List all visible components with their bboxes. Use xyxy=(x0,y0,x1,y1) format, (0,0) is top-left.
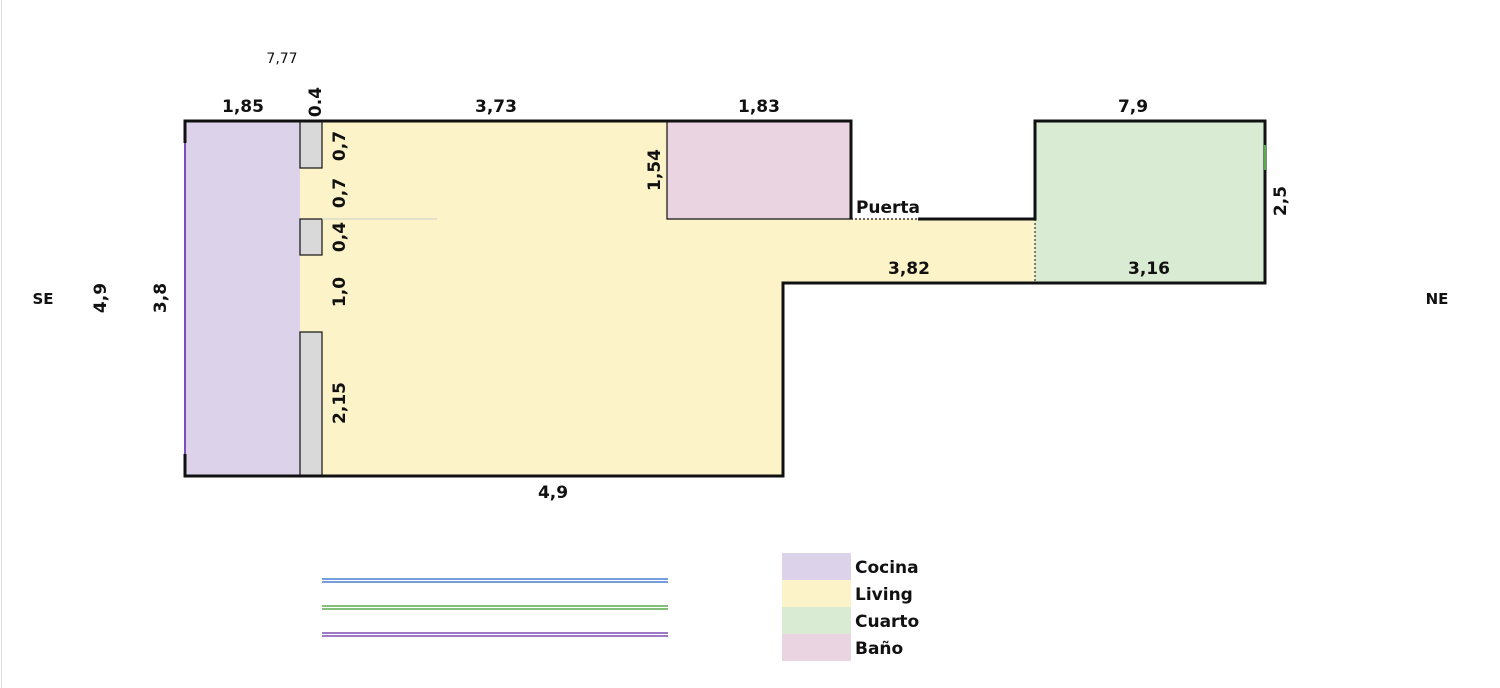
compass-right: NE xyxy=(1426,290,1449,308)
room-cuarto xyxy=(1035,121,1265,283)
legend: Cocina Living Cuarto Baño xyxy=(782,553,919,661)
label-pillar-top: 0.4 xyxy=(306,87,326,117)
legend-label-cuarto: Cuarto xyxy=(855,612,919,632)
label-cocina-top: 1,85 xyxy=(222,97,264,117)
label-living-bottom: 4,9 xyxy=(538,483,568,503)
label-cuarto-side: 2,5 xyxy=(1271,186,1291,216)
label-door: Puerta xyxy=(856,198,920,218)
label-pillar2-side: 0,4 xyxy=(330,222,350,252)
pillar-1 xyxy=(299,120,323,169)
label-inner-left: 3,8 xyxy=(151,283,171,313)
legend-swatch-bano xyxy=(782,634,851,661)
line-blue xyxy=(322,578,668,583)
label-pillar1-side: 0,7 xyxy=(330,131,350,161)
label-bano-side: 1,54 xyxy=(645,149,665,191)
label-bano-top: 1,83 xyxy=(738,97,780,117)
room-cocina xyxy=(185,121,300,476)
pillar-3 xyxy=(299,331,323,477)
bano-wall xyxy=(666,121,851,220)
legend-swatch-living xyxy=(782,580,851,607)
label-gap2-side: 1,0 xyxy=(330,277,350,307)
line-purple xyxy=(322,632,668,637)
label-top-small: 7,77 xyxy=(266,51,297,67)
label-living-top: 3,73 xyxy=(475,97,517,117)
legend-swatch-cocina xyxy=(782,553,851,580)
line-green xyxy=(322,605,668,610)
label-pillar3-side: 2,15 xyxy=(330,382,350,424)
room-corridor xyxy=(783,219,1035,283)
label-outer-left: 4,9 xyxy=(91,283,111,313)
label-gap1-side: 0,7 xyxy=(330,178,350,208)
compass-left: SE xyxy=(32,290,53,308)
legend-label-cocina: Cocina xyxy=(855,558,919,578)
wall-outline-main xyxy=(183,119,1267,478)
legend-label-living: Living xyxy=(855,585,913,605)
label-corridor-bottom: 3,82 xyxy=(888,259,930,279)
label-cuarto-top: 7,9 xyxy=(1118,97,1148,117)
room-bano xyxy=(667,121,851,219)
pillar-2 xyxy=(299,218,323,256)
legend-label-bano: Baño xyxy=(855,639,903,659)
legend-swatch-cuarto xyxy=(782,607,851,634)
label-cuarto-bottom: 3,16 xyxy=(1128,259,1170,279)
